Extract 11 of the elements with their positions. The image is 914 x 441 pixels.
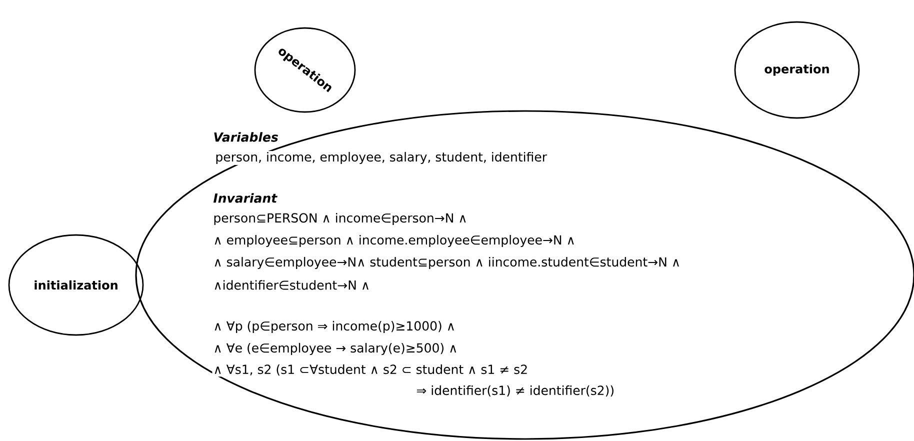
- formula-text: ∧ ∀p (p∈person ⇒ income(p)≥1000) ∧: [212, 320, 456, 334]
- formula-text: person⊆PERSON ∧ income∈person→N ∧: [212, 212, 468, 226]
- formula-text: ∧ ∀s1, s2 (s1 ⊂∀student ∧ s2 ⊂ student ∧ s1 ≠ s2: [212, 363, 530, 377]
- formula-text: ∧ employee⊆person ∧ income.employee∈employee→N ∧: [212, 234, 576, 248]
- heading: Variables: [212, 131, 280, 143]
- formula-text: ⇒ identifier(s1) ≠ identifier(s2)): [415, 384, 616, 398]
- heading: Invariant: [212, 192, 278, 204]
- formula-text: person, income, employee, salary, student, identifier: [214, 150, 548, 166]
- formula-text: ∧identifier∈student→N ∧: [212, 279, 372, 291]
- formula-text: ∧ ∀e (e∈employee → salary(e)≥500) ∧: [212, 342, 459, 356]
- formula-text: ∧ salary∈employee→N∧ student⊆person ∧ iincome.student∈student→N ∧: [212, 256, 682, 270]
